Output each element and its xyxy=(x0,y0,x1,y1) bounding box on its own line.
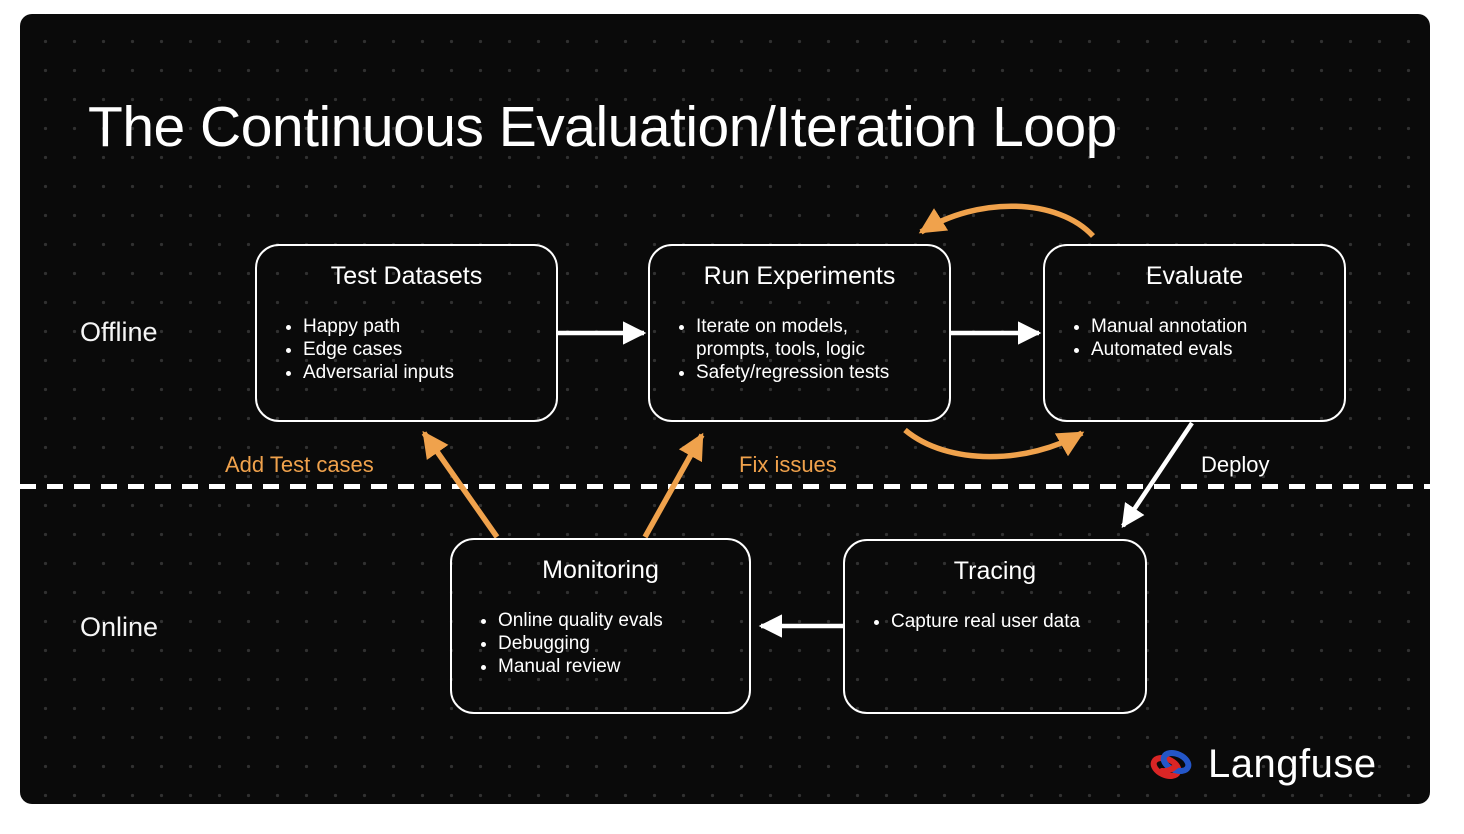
bullet-item: Debugging xyxy=(498,632,716,655)
langfuse-logo: Langfuse xyxy=(1148,742,1377,787)
bullet-item: Automated evals xyxy=(1091,338,1309,361)
bullet-list: Manual annotation Automated evals xyxy=(1045,315,1344,361)
deploy-label: Deploy xyxy=(1201,452,1270,477)
node-monitoring: Monitoring Online quality evals Debuggin… xyxy=(450,538,751,714)
node-title: Monitoring xyxy=(542,556,659,584)
arrow-loop-run-experiments-to-evaluate xyxy=(903,427,1085,460)
node-evaluate: Evaluate Manual annotation Automated eva… xyxy=(1043,244,1346,422)
bullet-item: Iterate on models, prompts, tools, logic xyxy=(696,315,914,361)
langfuse-icon xyxy=(1150,749,1192,779)
bullet-list: Capture real user data xyxy=(845,610,1145,633)
node-run-experiments: Run Experiments Iterate on models, promp… xyxy=(648,244,951,422)
online-label: Online xyxy=(80,612,159,642)
bullet-item: Online quality evals xyxy=(498,609,716,632)
arrow-evaluate-to-tracing xyxy=(1121,421,1194,528)
slide: The Continuous Evaluation/Iteration Loop… xyxy=(20,14,1430,804)
node-title: Test Datasets xyxy=(330,262,483,290)
bullet-item: Manual review xyxy=(498,655,716,678)
add-test-cases-label: Add Test cases xyxy=(225,452,374,477)
node-title: Evaluate xyxy=(1145,262,1244,290)
bullet-list: Happy path Edge cases Adversarial inputs xyxy=(257,315,556,385)
fix-issues-label: Fix issues xyxy=(739,452,837,477)
bullet-list: Iterate on models, prompts, tools, logic… xyxy=(650,315,949,385)
bullet-item: Adversarial inputs xyxy=(303,361,521,384)
bullet-item: Edge cases xyxy=(303,338,521,361)
node-tracing: Tracing Capture real user data xyxy=(843,539,1147,714)
page-title: The Continuous Evaluation/Iteration Loop xyxy=(88,95,1117,159)
node-test-datasets: Test Datasets Happy path Edge cases Adve… xyxy=(255,244,558,422)
offline-label: Offline xyxy=(80,317,158,347)
bullet-item: Manual annotation xyxy=(1091,315,1309,338)
langfuse-logo-text: Langfuse xyxy=(1208,742,1377,786)
offline-online-divider xyxy=(20,484,1430,489)
bullet-item: Safety/regression tests xyxy=(696,361,914,384)
bullet-item: Happy path xyxy=(303,315,521,338)
arrow-loop-evaluate-to-run-experiments xyxy=(918,203,1096,238)
bullet-list: Online quality evals Debugging Manual re… xyxy=(452,609,749,679)
node-title: Tracing xyxy=(953,557,1037,585)
bullet-item: Capture real user data xyxy=(891,610,1109,633)
node-title: Run Experiments xyxy=(703,262,896,290)
